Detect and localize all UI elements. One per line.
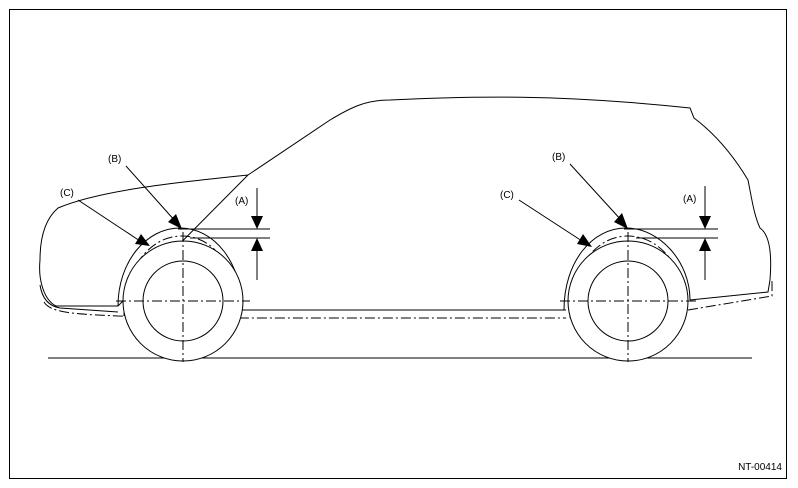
figure-code: NT-00414: [738, 462, 782, 473]
rear-leader-b: [569, 163, 623, 222]
rear-dim-arrow-top-head: [699, 216, 711, 229]
front-label-c: (C): [60, 188, 74, 199]
rear-leader-c-head: [577, 234, 592, 247]
front-dim-arrow-bottom-head: [251, 238, 263, 251]
rear-label-a: (A): [683, 194, 696, 205]
front-leader-c: [77, 199, 141, 242]
rear-label-b: (B): [552, 152, 565, 163]
chain-line-bottom: [43, 280, 773, 319]
front-label-a: (A): [235, 196, 248, 207]
figure-frame: [9, 9, 787, 479]
rear-dim-arrow-bottom-head: [699, 238, 711, 251]
front-leader-c-head: [135, 234, 150, 246]
rear-wheel-arch: [563, 227, 691, 311]
rear-leader-b-head: [614, 213, 628, 229]
rear-label-c: (C): [500, 190, 514, 201]
lower-body-line: [39, 284, 119, 313]
front-leader-b-head: [168, 214, 182, 229]
front-dim-arrow-top-head: [251, 216, 263, 229]
rear-leader-c: [518, 199, 583, 242]
front-label-b: (B): [108, 154, 121, 165]
front-leader-b: [125, 165, 177, 223]
